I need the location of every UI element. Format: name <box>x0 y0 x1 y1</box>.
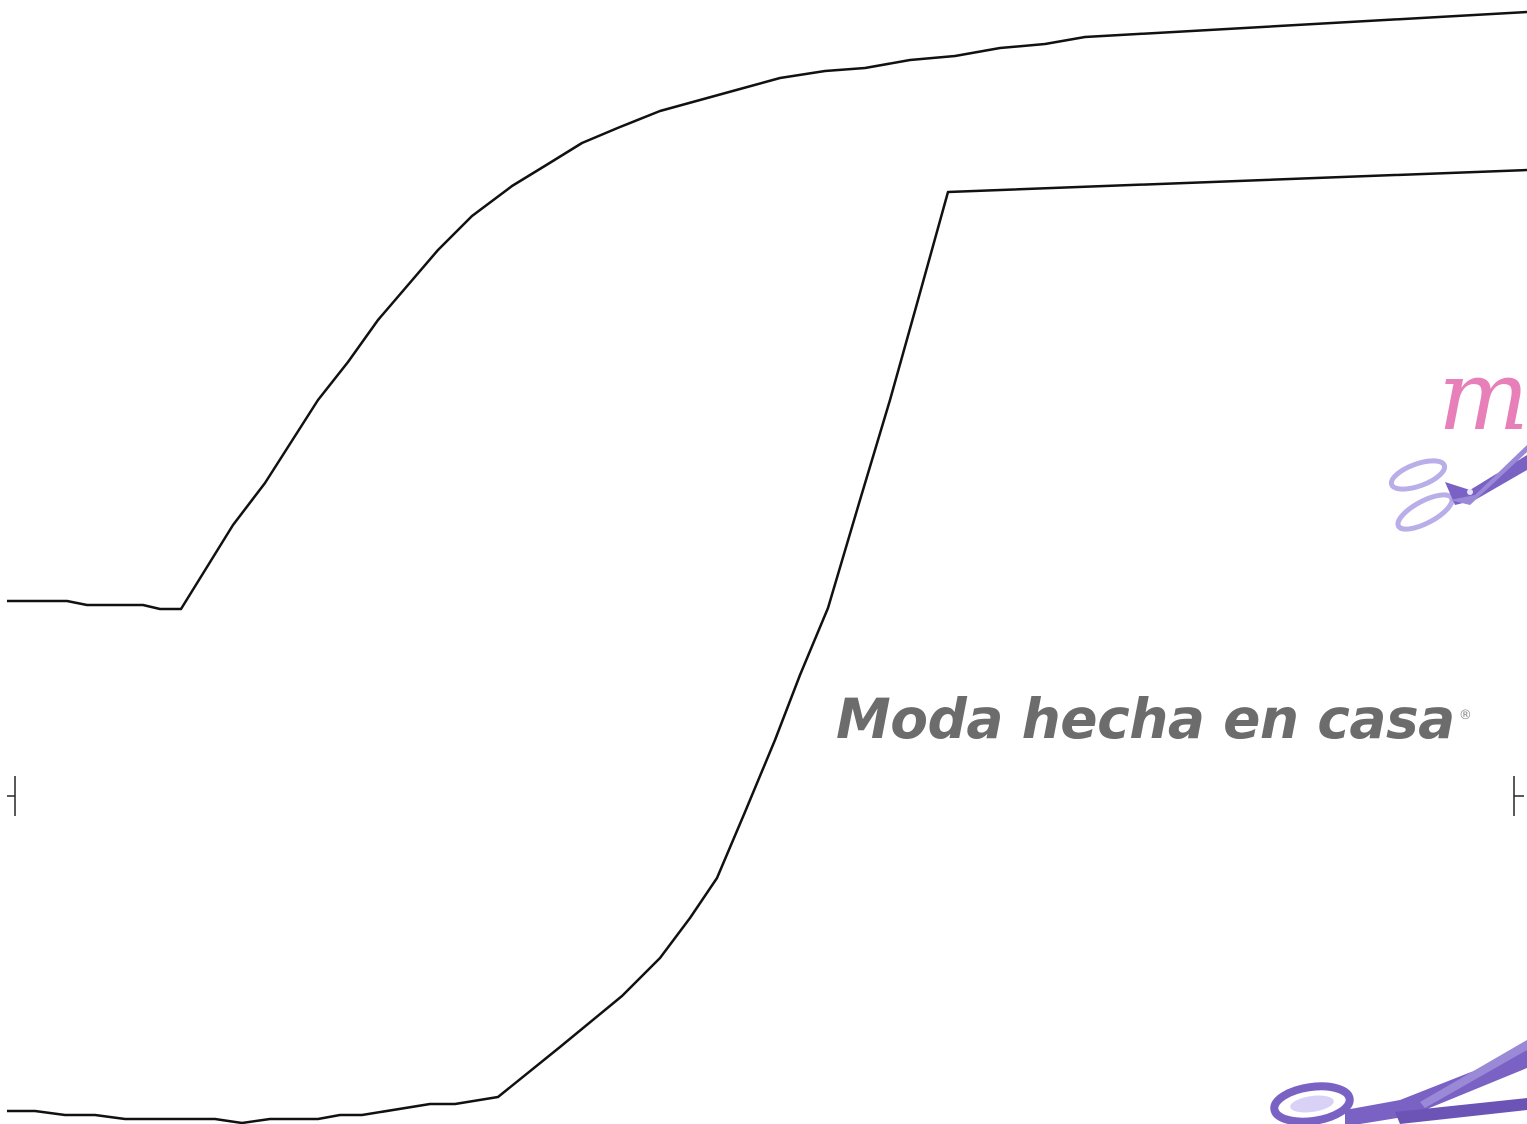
registered-trademark: ® <box>1458 707 1472 723</box>
pattern-outline-bottom <box>7 168 1527 1124</box>
brand-name: Moda hecha en casa <box>836 687 1455 751</box>
brand-wordmark: Moda hecha en casa® <box>836 692 1472 747</box>
brand-script-logo: m <box>1438 340 1527 452</box>
scissors-icon <box>1388 445 1527 532</box>
pattern-outline-top <box>7 10 1527 611</box>
scissors-icon <box>1270 1040 1527 1124</box>
